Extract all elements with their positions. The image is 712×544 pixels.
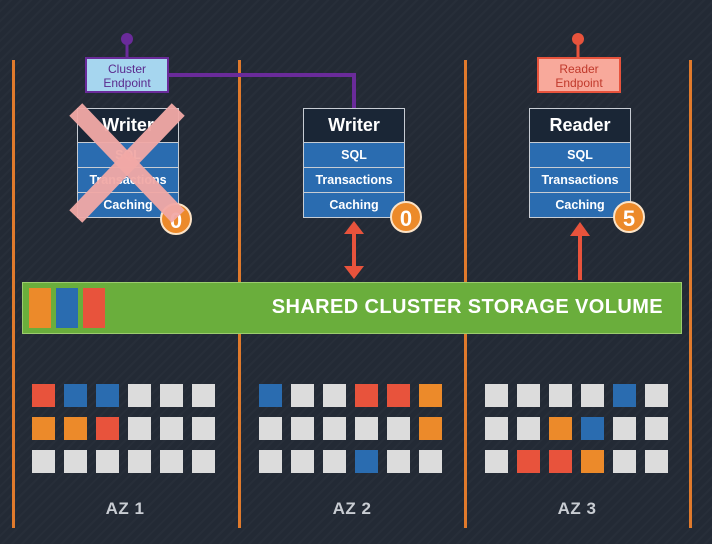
- instance-title: Reader: [529, 108, 631, 143]
- data-block-gray: [387, 450, 410, 473]
- data-block-gray: [160, 384, 183, 407]
- cluster-endpoint-pin-dot: [121, 33, 133, 45]
- instance-row-transactions: Transactions: [303, 168, 405, 193]
- az1-data-blocks: [32, 384, 215, 473]
- cluster-endpoint-label-line2: Endpoint: [103, 76, 151, 90]
- storage-title: SHARED CLUSTER STORAGE VOLUME: [271, 296, 663, 318]
- data-block-gray: [259, 450, 282, 473]
- data-block-orange: [64, 417, 87, 440]
- data-block-gray: [64, 450, 87, 473]
- data-block-gray: [32, 450, 55, 473]
- az3-data-blocks: [485, 384, 668, 473]
- reader-endpoint-label-line2: Endpoint: [555, 76, 603, 90]
- data-block-gray: [192, 450, 215, 473]
- data-block-gray: [485, 450, 508, 473]
- data-block-gray: [128, 384, 151, 407]
- replica-lag-badge: 5: [613, 201, 645, 233]
- writer-storage-arrow-down: [344, 266, 364, 279]
- data-block-red: [96, 417, 119, 440]
- instance-row-sql: SQL: [529, 143, 631, 168]
- instance-title: Writer: [303, 108, 405, 143]
- data-block-gray: [192, 384, 215, 407]
- data-block-red: [549, 450, 572, 473]
- data-block-blue: [259, 384, 282, 407]
- data-block-gray: [160, 417, 183, 440]
- writer-storage-arrow-up: [344, 221, 364, 234]
- data-block-gray: [291, 384, 314, 407]
- data-block-blue: [64, 384, 87, 407]
- data-block-orange: [419, 384, 442, 407]
- instance-row-caching: Caching: [529, 193, 631, 218]
- data-block-gray: [355, 417, 378, 440]
- data-block-gray: [387, 417, 410, 440]
- data-block-blue: [96, 384, 119, 407]
- az2-data-blocks: [259, 384, 442, 473]
- data-block-blue: [355, 450, 378, 473]
- az-divider-line: [12, 60, 15, 528]
- data-block-gray: [613, 450, 636, 473]
- data-block-gray: [549, 384, 572, 407]
- data-block-gray: [160, 450, 183, 473]
- data-block-gray: [485, 384, 508, 407]
- reader-endpoint-pin-dot: [572, 33, 584, 45]
- az-label-1: AZ 1: [105, 499, 145, 518]
- writer-instance: Writer SQL Transactions Caching: [303, 108, 405, 218]
- data-block-red: [517, 450, 540, 473]
- data-block-gray: [613, 417, 636, 440]
- storage-segment-orange: [29, 288, 51, 328]
- data-block-gray: [517, 417, 540, 440]
- az-label-2: AZ 2: [332, 499, 372, 518]
- data-block-gray: [259, 417, 282, 440]
- cluster-endpoint-label-line1: Cluster: [107, 62, 146, 76]
- replica-lag-badge: 0: [390, 201, 422, 233]
- data-block-gray: [645, 450, 668, 473]
- data-block-gray: [96, 450, 119, 473]
- data-block-orange: [32, 417, 55, 440]
- instance-row-sql: SQL: [303, 143, 405, 168]
- data-block-orange: [549, 417, 572, 440]
- data-block-gray: [485, 417, 508, 440]
- data-block-orange: [581, 450, 604, 473]
- data-block-gray: [323, 417, 346, 440]
- data-block-blue: [581, 417, 604, 440]
- az-divider-line: [689, 60, 692, 528]
- storage-segment-blue: [56, 288, 78, 328]
- data-block-red: [32, 384, 55, 407]
- data-block-gray: [645, 384, 668, 407]
- data-block-blue: [613, 384, 636, 407]
- reader-endpoint-box: Reader Endpoint: [537, 57, 621, 93]
- data-block-gray: [581, 384, 604, 407]
- instance-row-caching: Caching: [303, 193, 405, 218]
- storage-segment-red: [83, 288, 105, 328]
- instance-row-transactions: Transactions: [529, 168, 631, 193]
- data-block-red: [387, 384, 410, 407]
- cluster-endpoint-box: Cluster Endpoint: [85, 57, 169, 93]
- data-block-gray: [419, 450, 442, 473]
- data-block-orange: [419, 417, 442, 440]
- reader-endpoint-label-line1: Reader: [559, 62, 599, 76]
- data-block-gray: [128, 450, 151, 473]
- reader-instance: Reader SQL Transactions Caching: [529, 108, 631, 218]
- data-block-gray: [128, 417, 151, 440]
- data-block-gray: [291, 450, 314, 473]
- shared-storage-volume: SHARED CLUSTER STORAGE VOLUME: [22, 282, 682, 334]
- storage-reader-arrow-head: [570, 222, 590, 236]
- data-block-red: [355, 384, 378, 407]
- data-block-gray: [192, 417, 215, 440]
- data-block-gray: [323, 450, 346, 473]
- data-block-gray: [645, 417, 668, 440]
- data-block-gray: [291, 417, 314, 440]
- az-label-3: AZ 3: [557, 499, 597, 518]
- data-block-gray: [517, 384, 540, 407]
- cluster-endpoint-route: [169, 73, 356, 108]
- data-block-gray: [323, 384, 346, 407]
